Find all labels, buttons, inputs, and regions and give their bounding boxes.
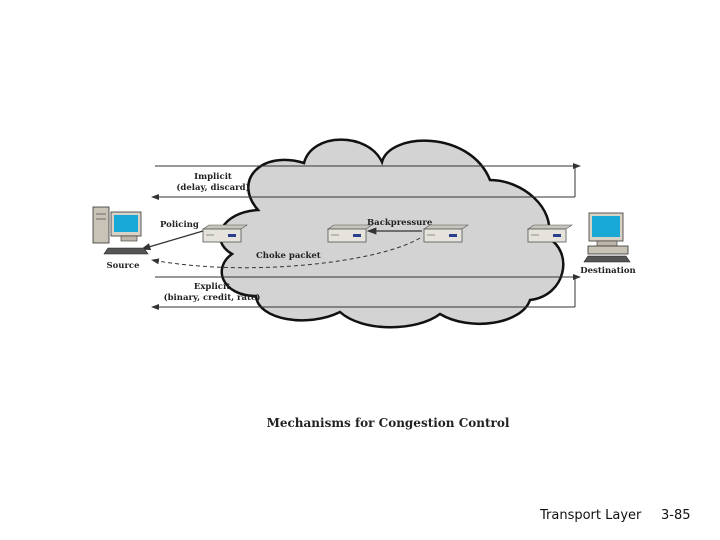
- implicit-label: Implicit: [194, 172, 232, 182]
- backpressure-label: Backpressure: [367, 218, 433, 228]
- choke-packet-label: Choke packet: [256, 251, 321, 261]
- diagram-caption: Mechanisms for Congestion Control: [266, 416, 510, 430]
- footer-page-number: 3-85: [661, 508, 691, 523]
- explicit-detail-label: (binary, credit, rate): [164, 292, 261, 303]
- policing-arrow: [140, 230, 204, 251]
- source-label: Source: [106, 261, 140, 271]
- router-3: [423, 224, 469, 243]
- explicit-label: Explicit: [194, 282, 230, 292]
- policing-label: Policing: [160, 220, 199, 230]
- network-cloud: [218, 138, 565, 329]
- router-4: [527, 224, 573, 243]
- source-computer-icon: [92, 206, 149, 255]
- implicit-detail-label: (delay, discard): [176, 182, 249, 193]
- router-2: [327, 224, 373, 243]
- router-1: [202, 224, 248, 243]
- choke-packet-arrow: [151, 237, 421, 269]
- destination-computer-icon: [583, 212, 631, 263]
- footer-section-title: Transport Layer: [540, 508, 642, 523]
- destination-label: Destination: [580, 266, 635, 276]
